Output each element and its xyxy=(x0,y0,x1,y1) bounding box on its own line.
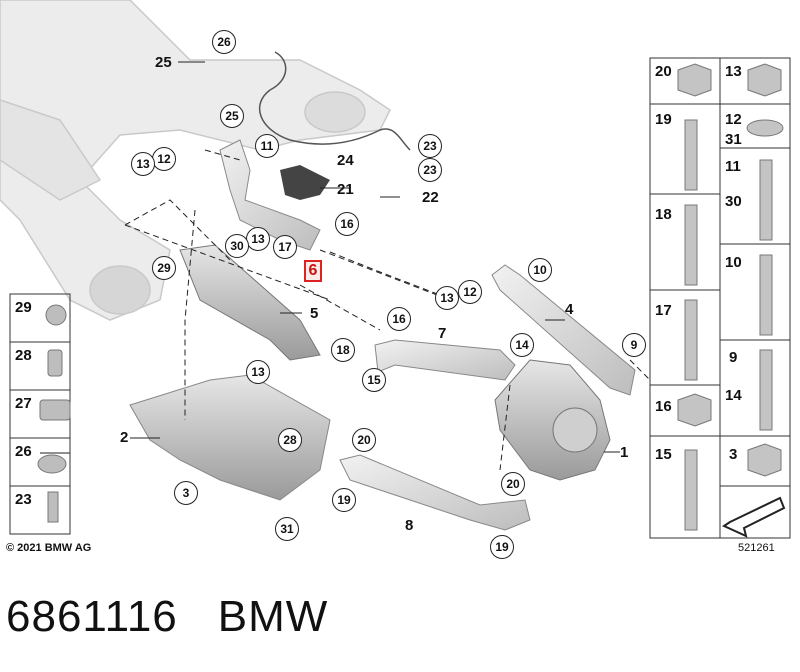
control-arm-8 xyxy=(339,454,531,531)
circle-16b: 16 xyxy=(387,307,411,331)
left-panel-23: 23 xyxy=(15,491,32,508)
right-panel-frame xyxy=(649,57,791,539)
circle-12: 12 xyxy=(152,147,176,171)
circle-28: 28 xyxy=(278,428,302,452)
right-panel-16: 16 xyxy=(655,398,672,415)
label-21: 21 xyxy=(337,181,354,198)
right-panel-19: 19 xyxy=(655,111,672,128)
circle-19b: 19 xyxy=(490,535,514,559)
circle-15: 15 xyxy=(362,368,386,392)
underbody-shield-2 xyxy=(129,374,331,501)
right-panel-17: 17 xyxy=(655,302,672,319)
control-arm-7 xyxy=(374,339,516,381)
label-22: 22 xyxy=(422,189,439,206)
right-panel-18: 18 xyxy=(655,206,672,223)
left-panel-29: 29 xyxy=(15,299,32,316)
label-2: 2 xyxy=(120,429,129,446)
left-panel-27: 27 xyxy=(15,395,32,412)
circle-31: 30 xyxy=(225,234,249,258)
right-panel-15: 15 xyxy=(655,446,672,463)
circle-13b: 13 xyxy=(246,227,270,251)
circle-29: 31 xyxy=(275,517,299,541)
image-code: 521261 xyxy=(738,542,775,554)
circle-17: 17 xyxy=(273,235,297,259)
circle-9: 9 xyxy=(622,333,646,357)
left-panel-28: 28 xyxy=(15,347,32,364)
circle-20b: 20 xyxy=(501,472,525,496)
trailing-link-5 xyxy=(179,244,321,361)
sensor-wire xyxy=(259,51,411,151)
label-5: 5 xyxy=(310,305,319,322)
circle-3: 3 xyxy=(174,481,198,505)
right-panel-13: 13 xyxy=(725,63,742,80)
circle-13d: 13 xyxy=(246,360,270,384)
label-24: 24 xyxy=(337,152,354,169)
right-panel-10: 10 xyxy=(725,254,742,271)
right-panel-20: 20 xyxy=(655,63,672,80)
circle-16a: 16 xyxy=(335,212,359,236)
right-panel-9: 9 xyxy=(729,349,738,366)
label-1: 1 xyxy=(620,444,629,461)
circle-19a: 19 xyxy=(332,488,356,512)
right-panel-31: 31 xyxy=(725,131,742,148)
bracket-21 xyxy=(280,165,330,200)
footer-line: 6861116 BMW xyxy=(6,592,368,642)
right-panel-3: 3 xyxy=(729,446,738,463)
label-4: 4 xyxy=(565,301,574,318)
circle-14: 14 xyxy=(510,333,534,357)
right-panel-11: 11 xyxy=(725,158,741,175)
diagram-artwork xyxy=(0,0,791,539)
right-panel-14: 14 xyxy=(725,387,742,404)
brand-name: BMW xyxy=(217,592,329,641)
circle-18: 18 xyxy=(331,338,355,362)
arrow-icon xyxy=(721,496,786,538)
right-panel-12: 12 xyxy=(725,111,742,128)
circle-10: 10 xyxy=(528,258,552,282)
circle-23b: 23 xyxy=(418,158,442,182)
circle-30: 29 xyxy=(152,256,176,280)
upper-control-arm xyxy=(219,139,321,251)
leader-lines xyxy=(124,149,651,471)
part-number: 6861116 xyxy=(6,592,178,641)
label-25: 25 xyxy=(155,54,172,71)
left-panel-26: 26 xyxy=(15,443,32,460)
circle-12b: 12 xyxy=(458,280,482,304)
label-7: 7 xyxy=(438,325,447,342)
control-arm-4 xyxy=(491,264,636,396)
circle-26: 25 xyxy=(220,104,244,128)
copyright-text: © 2021 BMW AG xyxy=(6,542,92,554)
circle-13a: 13 xyxy=(131,152,155,176)
label-8: 8 xyxy=(405,517,414,534)
circle-23a: 23 xyxy=(418,134,442,158)
right-panel-30: 30 xyxy=(725,193,742,210)
circle-27: 26 xyxy=(212,30,236,54)
subframe-shape xyxy=(0,0,391,321)
circle-11: 11 xyxy=(255,134,279,158)
circle-13c: 13 xyxy=(435,286,459,310)
highlighted-part-6[interactable]: 6 xyxy=(304,260,322,282)
circle-20a: 20 xyxy=(352,428,376,452)
